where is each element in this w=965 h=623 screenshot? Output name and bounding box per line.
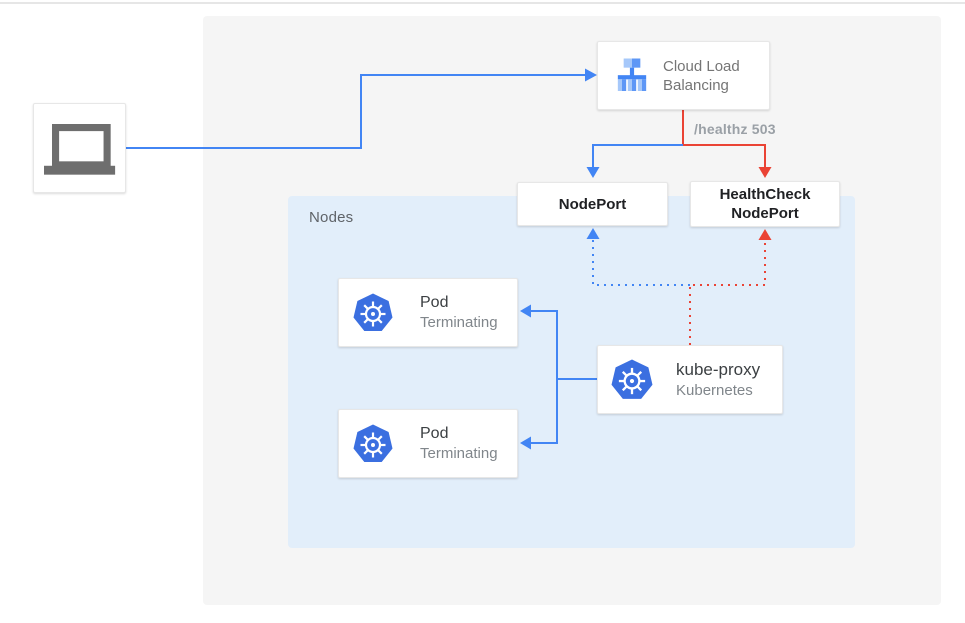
healthcheck-line2: NodePort	[731, 205, 799, 222]
pod-title: Pod	[420, 425, 449, 442]
client-device	[33, 103, 126, 193]
nodes-group-label: Nodes	[309, 209, 354, 226]
healthcheck-nodeport-label: HealthCheck NodePort	[720, 185, 811, 223]
pod-status: Terminating	[420, 314, 498, 331]
kubernetes-helm-icon	[611, 359, 653, 399]
nodeport-node: NodePort	[517, 182, 668, 226]
pod-title: Pod	[420, 294, 449, 311]
healthcheck-line1: HealthCheck	[719, 186, 811, 203]
healthcheck-nodeport-node: HealthCheck NodePort	[690, 181, 840, 227]
healthz-503-label: /healthz 503	[694, 121, 776, 137]
cloud-load-balancing-node: Cloud Load Balancing	[597, 41, 770, 110]
cloud-load-balancing-title: Cloud Load Balancing	[663, 57, 740, 94]
pod-status: Terminating	[420, 445, 498, 462]
kube-proxy-title: kube-proxy	[676, 360, 761, 379]
pod-node-2: Pod Terminating	[338, 409, 518, 478]
laptop-icon	[43, 124, 115, 175]
kube-proxy-text: kube-proxy Kubernetes	[676, 360, 760, 399]
pod-text: Pod Terminating	[420, 425, 498, 462]
pod-text: Pod Terminating	[420, 294, 498, 331]
page-top-divider	[0, 2, 965, 4]
kubernetes-helm-icon	[353, 293, 393, 331]
kube-proxy-subtitle: Kubernetes	[676, 382, 753, 399]
kube-proxy-node: kube-proxy Kubernetes	[597, 345, 783, 414]
pod-node-1: Pod Terminating	[338, 278, 518, 347]
kubernetes-helm-icon	[353, 424, 393, 462]
nodeport-label: NodePort	[558, 195, 627, 213]
cloud-load-balancing-icon	[617, 58, 647, 91]
